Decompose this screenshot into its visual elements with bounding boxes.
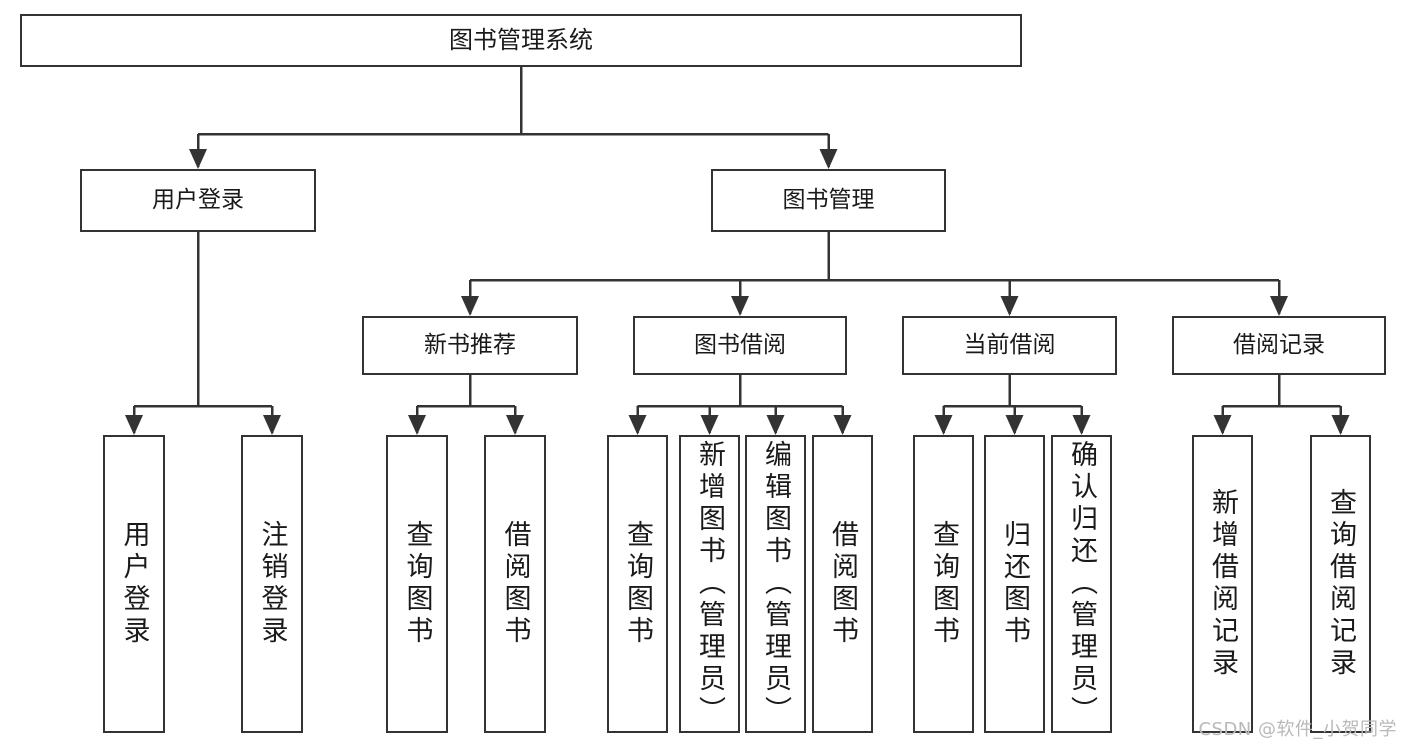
node-leaf_5[interactable]: 新增图书（管理员） [679,435,740,733]
arrowhead-icon [1005,415,1024,435]
arrowhead-icon [189,149,207,169]
arrowhead-icon [1072,415,1091,435]
node-leaf_12[interactable]: 查询借阅记录 [1310,435,1371,733]
node-label: 新增图书（管理员） [694,440,725,728]
arrowhead-icon [408,415,426,435]
node-label: 借阅记录 [1233,331,1325,358]
arrowhead-icon [766,415,785,435]
node-l3_3[interactable]: 借阅记录 [1172,316,1386,375]
node-leaf_6[interactable]: 编辑图书（管理员） [745,435,806,733]
node-label: 图书管理 [782,186,875,213]
node-leaf_8[interactable]: 查询图书 [913,435,974,733]
node-label: 用户登录 [152,186,244,213]
arrowhead-icon [700,415,719,435]
node-leaf_7[interactable]: 借阅图书 [812,435,873,733]
node-label: 编辑图书（管理员） [760,440,791,728]
node-label: 图书借阅 [694,331,786,358]
arrowhead-icon [1331,415,1350,435]
arrowhead-icon [1000,296,1019,316]
arrowhead-icon [934,415,953,435]
node-label: 新增借阅记录 [1207,488,1238,680]
node-l2_1[interactable]: 图书管理 [711,169,946,232]
arrowhead-icon [263,415,281,435]
node-l3_0[interactable]: 新书推荐 [362,316,578,375]
node-l3_1[interactable]: 图书借阅 [633,316,847,375]
node-label: 新书推荐 [424,331,516,358]
node-root[interactable]: 图书管理系统 [20,14,1022,67]
node-leaf_11[interactable]: 新增借阅记录 [1192,435,1253,733]
node-label: 当前借阅 [963,331,1056,358]
arrowhead-icon [833,415,852,435]
node-leaf_0[interactable]: 用户登录 [103,435,165,733]
arrowhead-icon [819,149,838,169]
node-label: 借阅图书 [499,520,531,648]
node-label: 查询图书 [622,520,653,648]
watermark-text: CSDN @软件_小贺同学 [1198,719,1397,740]
arrowhead-icon [506,415,524,435]
node-leaf_1[interactable]: 注销登录 [241,435,303,733]
node-label: 查询借阅记录 [1325,488,1356,680]
arrowhead-icon [125,415,143,435]
node-label: 图书管理系统 [449,26,593,55]
node-label: 注销登录 [256,520,288,648]
node-leaf_3[interactable]: 借阅图书 [484,435,546,733]
arrowhead-icon [1270,296,1288,316]
arrowhead-icon [628,415,647,435]
arrowhead-icon [731,296,749,316]
node-label: 用户登录 [118,520,150,648]
node-leaf_2[interactable]: 查询图书 [386,435,448,733]
node-leaf_4[interactable]: 查询图书 [607,435,668,733]
node-label: 借阅图书 [827,520,858,648]
node-l2_0[interactable]: 用户登录 [80,169,316,232]
node-label: 查询图书 [401,520,433,648]
node-l3_2[interactable]: 当前借阅 [902,316,1117,375]
node-label: 确认归还（管理员） [1066,440,1097,728]
node-leaf_9[interactable]: 归还图书 [984,435,1045,733]
node-label: 归还图书 [999,520,1030,648]
arrowhead-icon [461,296,479,316]
node-leaf_10[interactable]: 确认归还（管理员） [1051,435,1112,733]
node-label: 查询图书 [928,520,959,648]
arrowhead-icon [1213,415,1232,435]
